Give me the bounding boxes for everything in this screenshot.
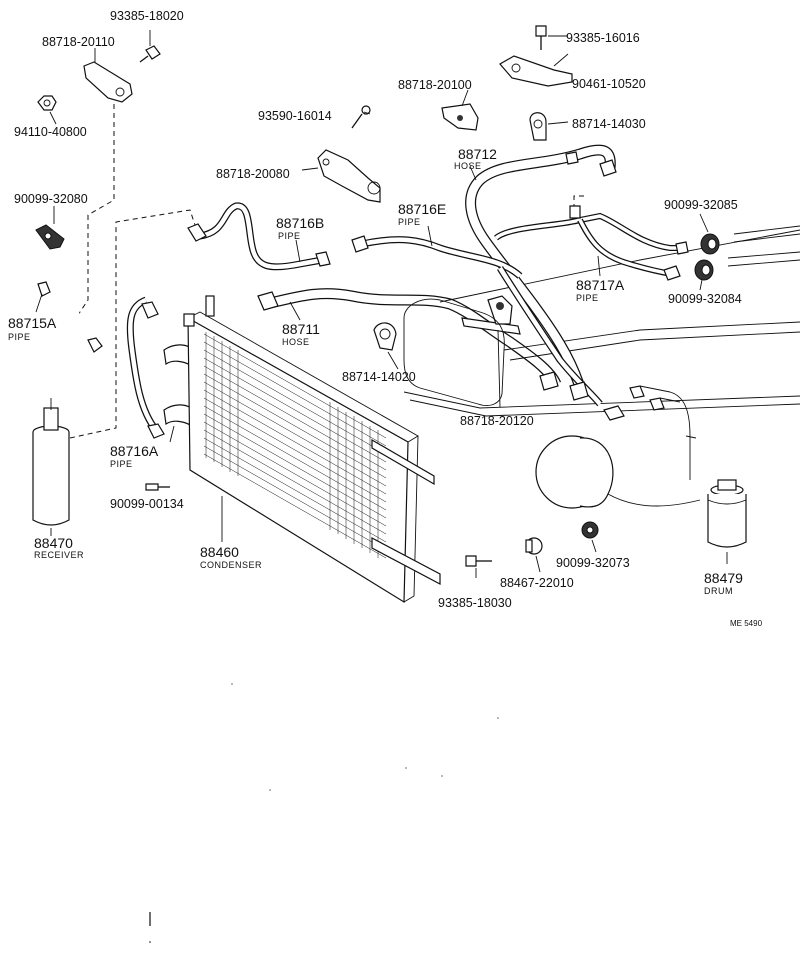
label-88717A-type: PIPE (576, 293, 599, 303)
grommet-90099-32084 (694, 259, 714, 281)
bolt-93385-18020 (139, 30, 161, 63)
clamp-90099-32080 (35, 206, 65, 250)
drum-88479 (707, 479, 747, 548)
label-88479-type: DRUM (704, 586, 733, 596)
label-94110-40800: 94110-40800 (14, 125, 87, 139)
bolt-93385-16016 (535, 25, 547, 50)
clamp-88714-14030 (529, 112, 547, 141)
grommet-90099-32085 (700, 233, 720, 255)
label-90461-10520: 90461-10520 (572, 77, 646, 91)
bracket-88718-20110 (83, 48, 133, 103)
pipe-88716B (187, 202, 331, 271)
bracket-90461-10520 (499, 55, 573, 87)
pipe-88715A (37, 267, 103, 353)
label-88718-20080: 88718-20080 (216, 167, 290, 181)
label-90099-00134: 90099-00134 (110, 497, 184, 511)
bolt-90099-00134 (145, 483, 170, 491)
hose-88712 (465, 144, 617, 396)
reference-code: ME 5490 (730, 619, 763, 628)
clamp-88714-14020 (373, 322, 397, 351)
label-88467-22010: 88467-22010 (500, 576, 574, 590)
label-93385-18020: 93385-18020 (110, 9, 184, 23)
label-88716E-type: PIPE (398, 217, 421, 227)
label-88714-14020: 88714-14020 (342, 370, 416, 384)
label-88718-20100: 88718-20100 (398, 78, 472, 92)
label-93385-18030: 93385-18030 (438, 596, 512, 610)
label-90099-32084: 90099-32084 (668, 292, 742, 306)
nut-94110-40800 (37, 95, 57, 125)
label-88470-type: RECEIVER (34, 550, 84, 560)
label-88716B: 88716B (276, 215, 324, 231)
label-90099-32085: 90099-32085 (664, 198, 738, 212)
grommet-90099-32073 (581, 521, 599, 539)
label-88460: 88460 (200, 544, 239, 560)
label-93385-16016: 93385-16016 (566, 31, 640, 45)
hose-88711 (257, 288, 562, 387)
label-90099-32080: 90099-32080 (14, 192, 88, 206)
label-90099-32073: 90099-32073 (556, 556, 630, 570)
label-88711-type: HOSE (282, 337, 310, 347)
bracket-88718-20120 (461, 295, 521, 335)
label-88718-20120: 88718-20120 (460, 414, 534, 428)
bolt-93590-16014 (351, 105, 371, 129)
pipe-88716E (351, 235, 523, 279)
label-88711: 88711 (282, 321, 320, 337)
pipe-88716A (126, 296, 165, 439)
label-88718-20110: 88718-20110 (42, 35, 115, 49)
part-labels: 93385-18020 88718-20110 94110-40800 9009… (8, 9, 763, 628)
label-93590-16014: 93590-16014 (258, 109, 332, 123)
bracket-88718-20080 (317, 149, 381, 203)
pipe-88717A (494, 195, 689, 407)
grommet-88467-22010 (525, 537, 543, 555)
label-88715A: 88715A (8, 315, 57, 331)
label-88716A: 88716A (110, 443, 159, 459)
label-88712-type: HOSE (454, 161, 482, 171)
bolt-93385-18030 (465, 555, 492, 567)
receiver-88470 (32, 398, 70, 526)
label-88716B-type: PIPE (278, 231, 301, 241)
bracket-88718-20100 (441, 103, 479, 131)
label-88716A-type: PIPE (110, 459, 133, 469)
leader-lines (35, 35, 728, 578)
label-88470: 88470 (34, 535, 73, 551)
compressor (535, 435, 701, 509)
label-88716E: 88716E (398, 201, 446, 217)
label-88479: 88479 (704, 570, 743, 586)
label-88714-14030: 88714-14030 (572, 117, 646, 131)
label-88717A: 88717A (576, 277, 625, 293)
scan-marks (149, 683, 499, 943)
label-88460-type: CONDENSER (200, 560, 262, 570)
compressor-fittings (603, 385, 697, 439)
label-88715A-type: PIPE (8, 332, 31, 342)
label-88712: 88712 (458, 146, 497, 162)
condenser-88460 (163, 295, 441, 604)
